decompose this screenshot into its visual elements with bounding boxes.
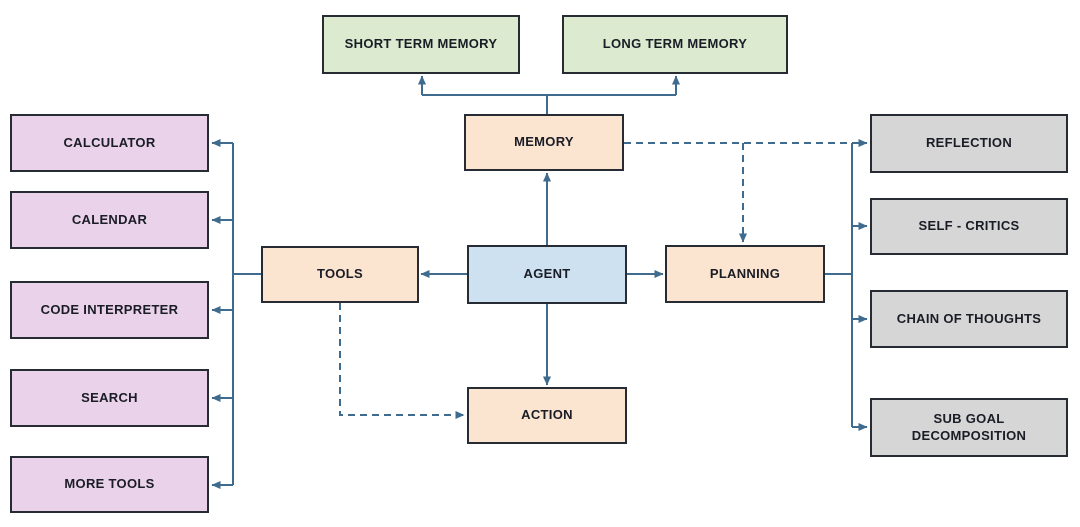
node-label: PLANNING bbox=[709, 265, 781, 281]
node-label: SELF - CRITICS bbox=[918, 218, 1020, 234]
node-label: LONG TERM MEMORY bbox=[602, 36, 748, 52]
node-agent: AGENT bbox=[467, 245, 627, 304]
node-label: SUB GOAL DECOMPOSITION bbox=[911, 410, 1027, 443]
node-label: TOOLS bbox=[316, 266, 364, 282]
node-sub-goal-decomposition: SUB GOAL DECOMPOSITION bbox=[870, 398, 1068, 457]
node-action: ACTION bbox=[467, 387, 627, 444]
node-label: MEMORY bbox=[514, 134, 574, 150]
node-self-critics: SELF - CRITICS bbox=[870, 198, 1068, 255]
node-long-term-memory: LONG TERM MEMORY bbox=[562, 15, 788, 74]
node-chain-of-thoughts: CHAIN OF THOUGHTS bbox=[870, 290, 1068, 348]
node-calculator: CALCULATOR bbox=[10, 114, 209, 172]
node-more-tools: MORE TOOLS bbox=[10, 456, 209, 513]
node-label: ACTION bbox=[521, 407, 573, 423]
node-reflection: REFLECTION bbox=[870, 114, 1068, 173]
node-label: CHAIN OF THOUGHTS bbox=[896, 310, 1042, 326]
node-label: CODE INTERPRETER bbox=[40, 301, 179, 317]
node-planning: PLANNING bbox=[665, 245, 825, 303]
node-calendar: CALENDAR bbox=[10, 191, 209, 249]
node-tools: TOOLS bbox=[261, 246, 419, 303]
node-label: CALENDAR bbox=[71, 211, 148, 227]
node-code-interpreter: CODE INTERPRETER bbox=[10, 281, 209, 339]
node-search: SEARCH bbox=[10, 369, 209, 427]
node-label: AGENT bbox=[523, 266, 571, 282]
node-memory: MEMORY bbox=[464, 114, 624, 171]
edge-tools-trunk bbox=[232, 143, 261, 485]
node-label: REFLECTION bbox=[925, 135, 1013, 151]
node-label: CALCULATOR bbox=[63, 134, 156, 150]
node-label: MORE TOOLS bbox=[64, 476, 155, 492]
node-label: SEARCH bbox=[81, 389, 138, 405]
node-label: SHORT TERM MEMORY bbox=[344, 36, 498, 52]
edge-tools-to-action-dashed bbox=[339, 303, 465, 419]
node-short-term-memory: SHORT TERM MEMORY bbox=[322, 15, 520, 74]
edge-planning-trunk bbox=[825, 143, 853, 427]
